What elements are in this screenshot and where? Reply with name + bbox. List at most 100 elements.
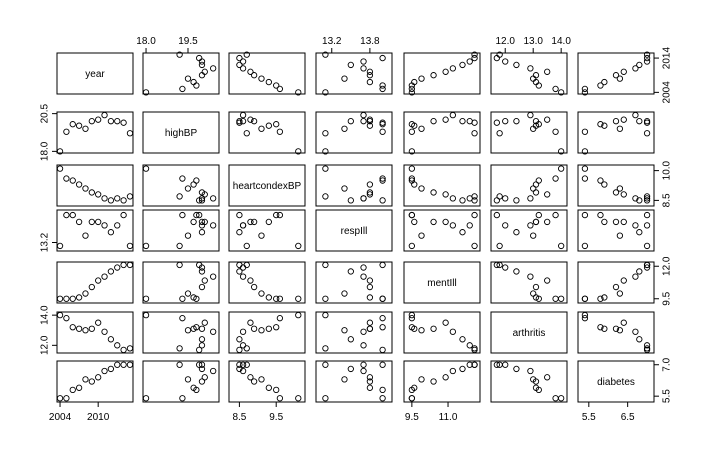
bottom-tick-label-heartcondexBP: 9.5 [269, 412, 283, 423]
data-point-year-arthritis-5 [532, 72, 540, 79]
data-point-heartcondexBP-mentIll-1 [408, 175, 416, 182]
panel-frame [228, 311, 306, 354]
data-point-mentIll-highBP-5 [198, 283, 206, 291]
panel-frame [142, 209, 220, 252]
data-point-year-arthritis-0 [558, 89, 565, 96]
data-point-year-highBP-3 [190, 78, 197, 86]
panel-highBP-vs-year [56, 111, 134, 155]
panel-frame [142, 164, 220, 207]
bottom-tick-label-year: 2010 [87, 412, 110, 423]
data-point-highBP-year-3 [75, 122, 83, 129]
data-point-mentIll-respIll-3 [366, 294, 374, 301]
data-point-arthritis-heartcondexBP-6 [247, 319, 254, 326]
data-point-respIll-heartcondexBP-8 [236, 229, 243, 236]
data-point-diabetes-year-10 [120, 361, 127, 368]
data-point-year-respIll-5 [366, 72, 374, 79]
data-point-heartcondexBP-respIll-0 [322, 165, 329, 172]
data-point-mentIll-diabetes-6 [620, 277, 627, 284]
data-point-mentIll-diabetes-11 [643, 261, 651, 269]
data-point-diabetes-highBP-4 [184, 376, 192, 383]
data-point-highBP-heartcondexBP-6 [247, 116, 254, 123]
panel-frame [403, 111, 481, 154]
data-point-year-respIll-7 [360, 65, 367, 72]
data-point-mentIll-diabetes-4 [616, 290, 624, 297]
data-point-heartcondexBP-diabetes-11 [643, 193, 651, 200]
data-point-highBP-diabetes-4 [616, 125, 624, 132]
data-point-diabetes-highBP-1 [179, 395, 186, 402]
data-point-respIll-arthritis-0 [558, 242, 565, 250]
data-point-respIll-arthritis-4 [530, 232, 537, 239]
data-point-highBP-respIll-4 [341, 125, 348, 132]
data-point-highBP-arthritis-11 [496, 130, 503, 137]
data-point-year-heartcondexBP-6 [247, 68, 254, 75]
data-point-mentIll-heartcondexBP-11 [243, 261, 250, 269]
data-point-arthritis-mentIll-0 [408, 311, 416, 319]
data-point-respIll-year-4 [82, 232, 89, 239]
data-point-heartcondexBP-year-7 [101, 195, 108, 202]
data-point-diabetes-respIll-11 [322, 361, 329, 368]
data-point-arthritis-heartcondexBP-7 [239, 328, 247, 335]
data-point-year-diabetes-9 [643, 58, 651, 65]
data-point-highBP-arthritis-4 [530, 125, 537, 132]
data-point-heartcondexBP-diabetes-6 [620, 191, 627, 198]
data-point-arthritis-year-1 [63, 315, 70, 322]
panel-year-vs-heartcondexBP [228, 51, 306, 96]
panel-highBP-vs-heartcondexBP [228, 111, 306, 155]
data-point-highBP-year-2 [69, 121, 76, 128]
data-point-arthritis-respIll-6 [366, 319, 374, 326]
panel-frame [403, 209, 481, 252]
data-point-heartcondexBP-diabetes-1 [581, 175, 589, 182]
top-tick-label-highBP: 18.0 [136, 36, 156, 47]
left-tick-label-respIll: 13.2 [40, 232, 51, 252]
data-point-arthritis-mentIll-8 [459, 336, 466, 343]
data-point-mentIll-respIll-2 [379, 295, 386, 302]
data-point-diabetes-respIll-7 [360, 367, 367, 375]
data-point-respIll-mentIll-10 [471, 211, 478, 219]
data-point-respIll-year-5 [88, 218, 95, 226]
data-point-respIll-heartcondexBP-2 [273, 211, 280, 219]
data-point-year-respIll-0 [322, 89, 329, 96]
panel-year-vs-diabetes [577, 51, 655, 96]
data-point-year-highBP-2 [193, 82, 200, 89]
data-point-heartcondexBP-year-6 [95, 191, 102, 198]
panel-respIll-vs-respIll: respIll [315, 209, 393, 252]
data-point-arthritis-heartcondexBP-4 [258, 327, 265, 334]
data-point-arthritis-highBP-10 [196, 346, 203, 353]
data-point-year-highBP-10 [196, 54, 203, 62]
panel-frame [228, 261, 306, 304]
data-point-heartcondexBP-respIll-6 [366, 191, 374, 198]
panel-arthritis-vs-highBP [142, 311, 220, 354]
data-point-respIll-diabetes-7 [632, 222, 639, 229]
data-point-diabetes-year-5 [88, 378, 95, 385]
data-point-year-highBP-11 [176, 51, 183, 58]
data-point-diabetes-respIll-4 [341, 376, 348, 383]
data-point-diabetes-highBP-5 [198, 378, 206, 385]
panel-frame [490, 209, 568, 252]
panel-arthritis-vs-respIll [315, 311, 393, 354]
data-point-arthritis-diabetes-11 [643, 345, 651, 352]
data-point-arthritis-heartcondexBP-10 [236, 346, 243, 353]
panel-heartcondexBP-vs-diabetes [577, 164, 655, 207]
data-point-respIll-year-7 [101, 222, 108, 229]
data-point-heartcondexBP-year-5 [88, 189, 95, 196]
data-point-respIll-heartcondexBP-11 [243, 242, 250, 250]
data-point-mentIll-highBP-4 [184, 290, 192, 297]
data-point-diabetes-heartcondexBP-4 [258, 376, 265, 383]
data-point-year-mentIll-10 [471, 54, 478, 62]
data-point-mentIll-arthritis-10 [493, 261, 500, 269]
data-point-year-highBP-6 [201, 68, 208, 75]
left-tick-label-highBP: 18.0 [40, 141, 51, 161]
data-point-mentIll-respIll-8 [347, 268, 354, 275]
data-point-highBP-year-7 [101, 112, 108, 119]
panel-respIll-vs-diabetes [577, 209, 655, 252]
data-point-respIll-diabetes-5 [612, 218, 620, 226]
data-point-respIll-arthritis-1 [552, 211, 559, 219]
data-point-heartcondexBP-mentIll-3 [411, 181, 418, 188]
data-point-arthritis-diabetes-5 [612, 325, 620, 332]
data-point-respIll-arthritis-2 [535, 211, 542, 219]
data-point-arthritis-respIll-10 [379, 346, 386, 353]
data-point-highBP-mentIll-11 [471, 130, 478, 137]
data-point-year-diabetes-10 [643, 54, 651, 62]
data-point-diabetes-arthritis-7 [527, 367, 534, 375]
data-point-year-respIll-9 [360, 58, 367, 65]
